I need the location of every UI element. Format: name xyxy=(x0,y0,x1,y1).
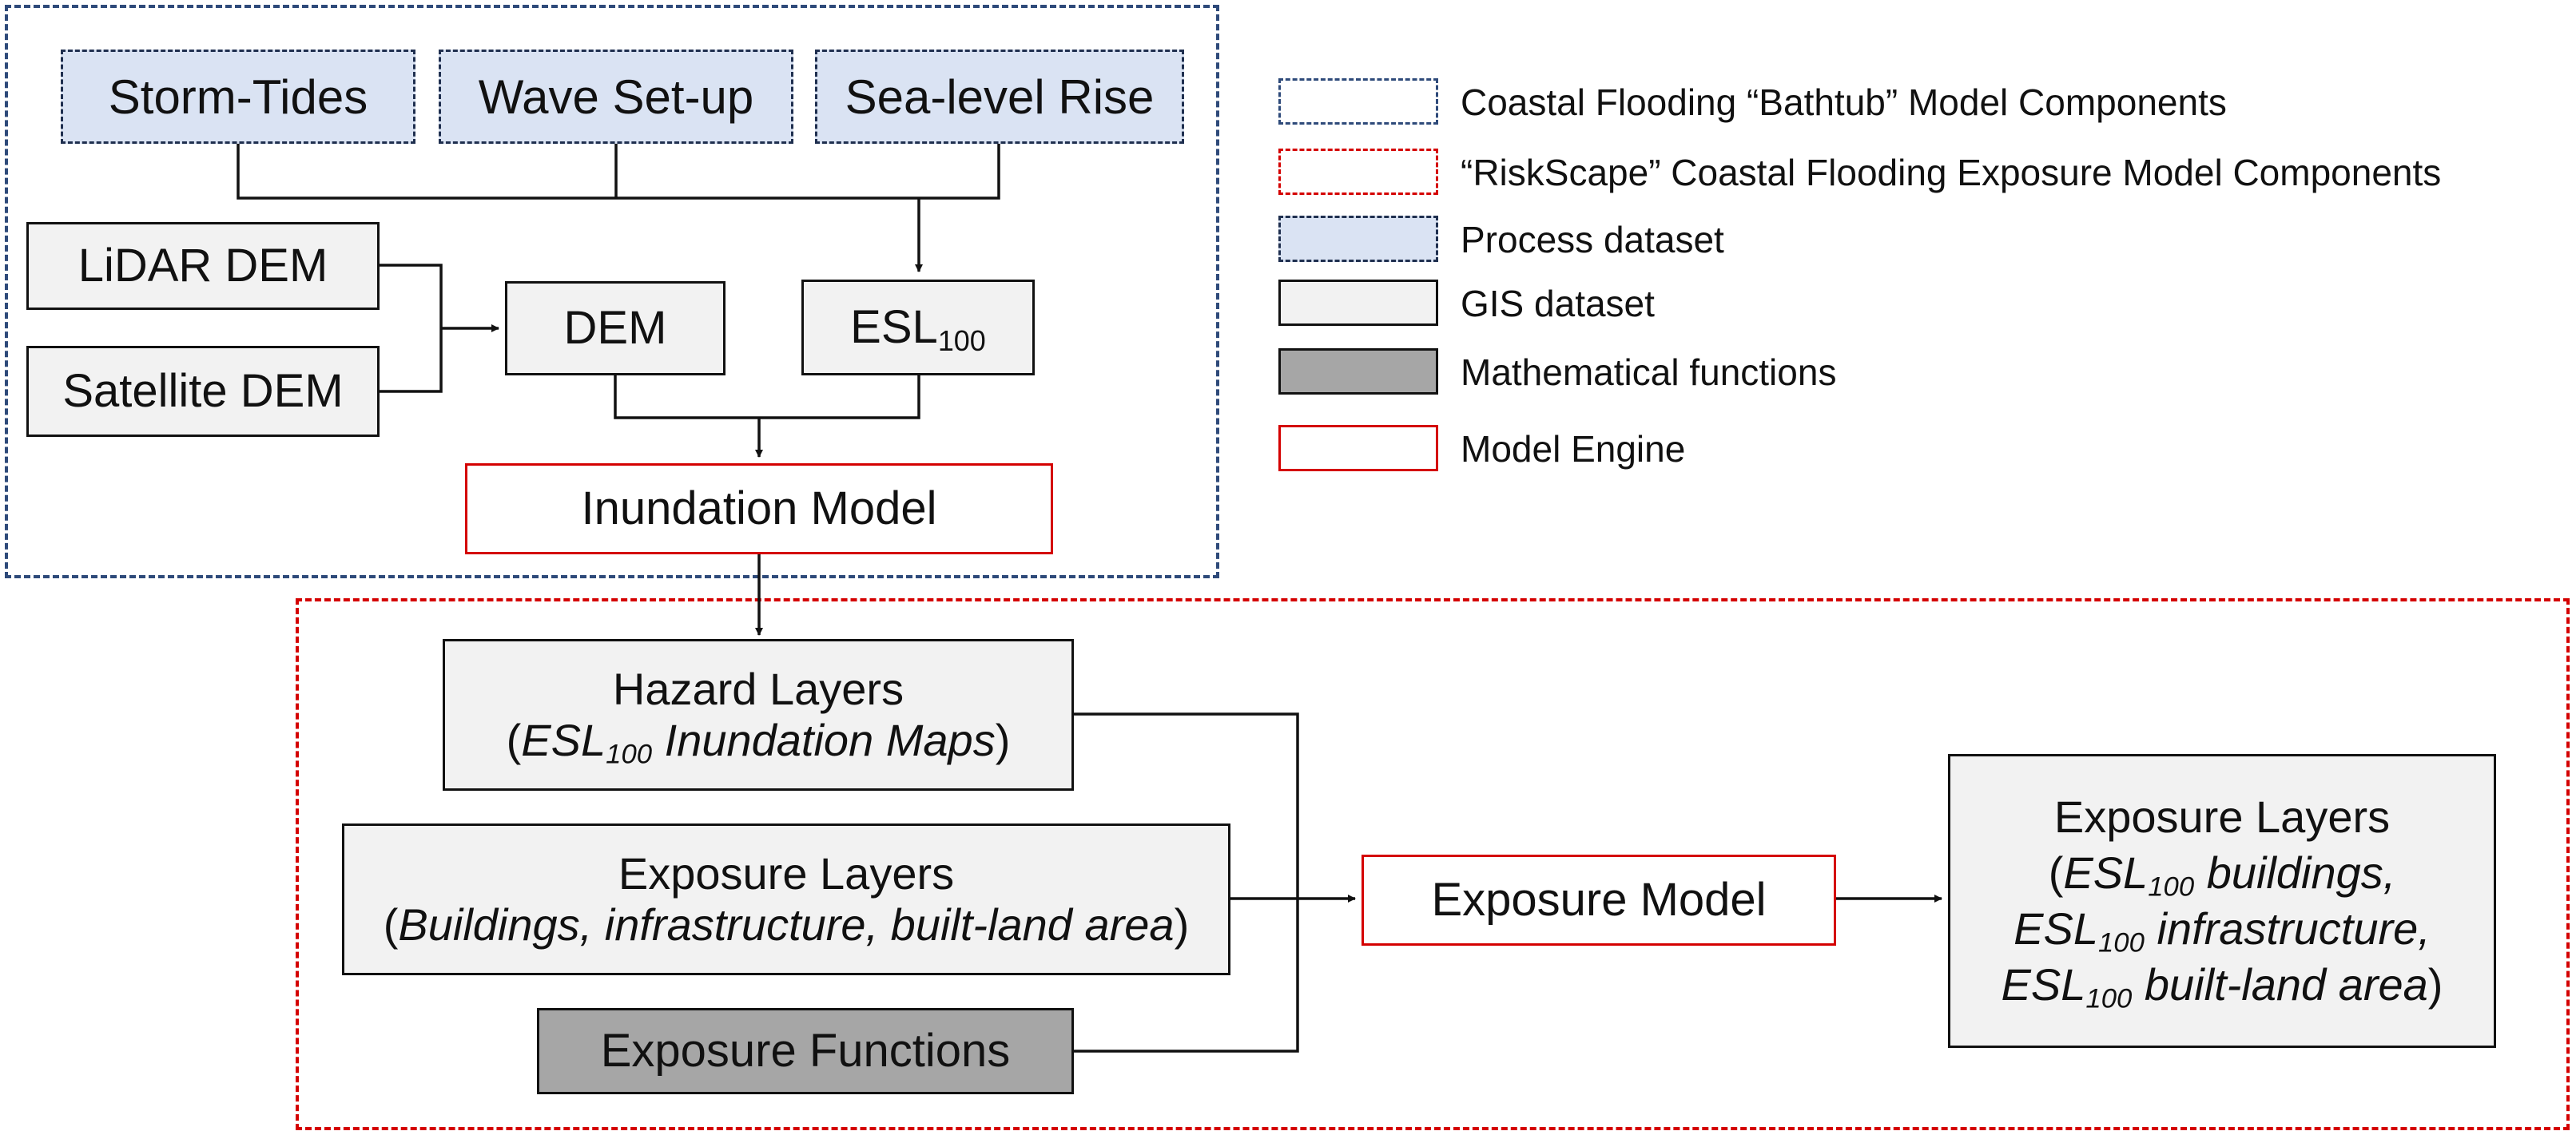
legend-swatch-bathtub xyxy=(1278,78,1438,125)
dem-label: DEM xyxy=(563,301,667,354)
legend-swatch-riskscape xyxy=(1278,149,1438,195)
esl-box: ESL100 xyxy=(801,280,1035,375)
connector-hazard-functions xyxy=(1074,712,1299,1053)
exposure-layers-output-title: Exposure Layers xyxy=(2053,792,2391,842)
inundation-model-box: Inundation Model xyxy=(465,463,1053,554)
exposure-layers-output-box: Exposure Layers (ESL100 buildings, ESL10… xyxy=(1948,754,2496,1048)
connector-lidar-to-dem xyxy=(380,264,443,393)
sea-level-rise-label: Sea-level Rise xyxy=(845,69,1155,124)
legend-label-process: Process dataset xyxy=(1461,219,1724,260)
wave-setup-label: Wave Set-up xyxy=(478,69,754,124)
storm-tides-box: Storm-Tides xyxy=(61,50,415,144)
exposure-layers-input-box: Exposure Layers (Buildings, infrastructu… xyxy=(342,823,1230,975)
legend-label-gis: GIS dataset xyxy=(1461,283,1655,324)
storm-tides-label: Storm-Tides xyxy=(108,69,368,124)
legend-swatch-math xyxy=(1278,348,1438,395)
exposure-model-label: Exposure Model xyxy=(1431,873,1767,926)
connector-process-to-esl xyxy=(237,144,1000,200)
legend-swatch-gis xyxy=(1278,280,1438,326)
hazard-layers-subtitle: (ESL100 Inundation Maps) xyxy=(506,715,1011,770)
exposure-layers-output-line2: ESL100 infrastructure, xyxy=(2013,903,2431,958)
wave-setup-box: Wave Set-up xyxy=(439,50,793,144)
satellite-dem-box: Satellite DEM xyxy=(26,346,380,437)
satellite-dem-label: Satellite DEM xyxy=(62,364,344,417)
legend-swatch-process xyxy=(1278,216,1438,262)
exposure-layers-output-line3: ESL100 built-land area) xyxy=(2001,959,2443,1014)
exposure-model-box: Exposure Model xyxy=(1362,855,1836,946)
legend-label-engine: Model Engine xyxy=(1461,428,1686,470)
legend-label-bathtub: Coastal Flooding “Bathtub” Model Compone… xyxy=(1461,81,2227,123)
bathtub-model-group xyxy=(5,5,1219,578)
lidar-dem-box: LiDAR DEM xyxy=(26,222,380,310)
exposure-functions-label: Exposure Functions xyxy=(600,1024,1011,1077)
connector-dem-esl xyxy=(614,375,920,419)
esl-label: ESL100 xyxy=(850,300,986,357)
legend-swatch-engine xyxy=(1278,425,1438,471)
hazard-layers-title: Hazard Layers xyxy=(612,663,904,714)
legend-label-math: Mathematical functions xyxy=(1461,351,1837,393)
dem-box: DEM xyxy=(505,281,725,375)
exposure-layers-output-line1: (ESL100 buildings, xyxy=(2048,847,2396,903)
exposure-layers-input-title: Exposure Layers xyxy=(618,847,955,899)
exposure-layers-input-subtitle: (Buildings, infrastructure, built-land a… xyxy=(383,899,1190,950)
riskscape-model-group xyxy=(296,598,2570,1130)
lidar-dem-label: LiDAR DEM xyxy=(78,239,328,292)
exposure-functions-box: Exposure Functions xyxy=(537,1008,1074,1094)
inundation-model-label: Inundation Model xyxy=(581,482,937,534)
hazard-layers-box: Hazard Layers (ESL100 Inundation Maps) xyxy=(443,639,1074,791)
legend-label-riskscape: “RiskScape” Coastal Flooding Exposure Mo… xyxy=(1461,152,2442,193)
sea-level-rise-box: Sea-level Rise xyxy=(815,50,1184,144)
